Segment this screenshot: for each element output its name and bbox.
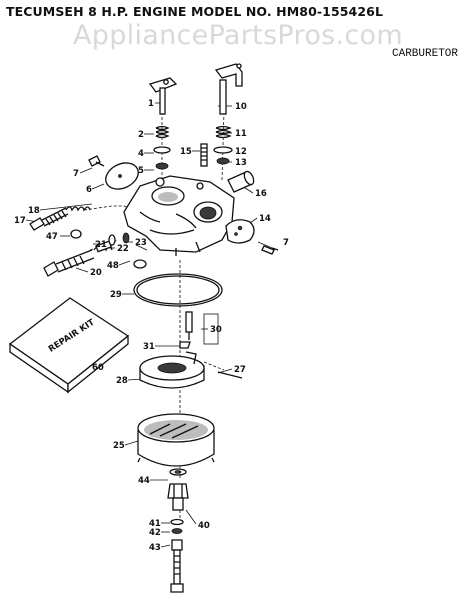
o-ring-47 [70, 229, 82, 239]
part-label-40: 40 [198, 521, 210, 531]
part-label-20: 20 [90, 268, 102, 278]
throttle-spring-stack [213, 125, 233, 165]
part-label-47: 47 [46, 232, 58, 242]
idle-speed-screw [200, 143, 208, 167]
part-label-7-lower: 7 [283, 238, 289, 248]
float [139, 351, 205, 389]
bowl-nut-washer [169, 468, 187, 476]
part-label-31: 31 [143, 342, 155, 352]
choke-plate [105, 162, 139, 190]
cover-screw [261, 245, 279, 255]
part-label-29: 29 [110, 290, 122, 300]
seat-48 [133, 259, 147, 269]
part-label-16: 16 [255, 189, 267, 199]
part-label-42: 42 [149, 528, 161, 538]
part-label-30: 30 [210, 325, 222, 335]
choke-shaft [148, 77, 178, 115]
part-label-21: 21 [95, 240, 107, 250]
part-label-60: 60 [92, 363, 104, 373]
part-label-25: 25 [113, 441, 125, 451]
part-label-23: 23 [135, 238, 147, 248]
mixture-spring [65, 206, 91, 212]
choke-screw [88, 155, 105, 167]
fuel-bowl [137, 413, 215, 467]
part-label-5: 5 [138, 166, 144, 176]
part-label-6: 6 [86, 185, 92, 195]
part-label-44: 44 [138, 476, 150, 486]
part-label-12: 12 [235, 147, 247, 157]
part-label-10: 10 [235, 102, 247, 112]
throttle-shaft [214, 63, 243, 115]
part-label-7-upper: 7 [73, 169, 79, 179]
part-label-4: 4 [138, 149, 144, 159]
part-label-43: 43 [149, 543, 161, 553]
bowl-nut [167, 483, 189, 511]
main-mixture-screw [43, 249, 95, 277]
part-label-22: 22 [117, 244, 129, 254]
repair-kit-box: REPAIR KIT [8, 297, 130, 394]
part-label-27: 27 [234, 365, 246, 375]
welch-cover [225, 219, 255, 244]
o-ring-23 [122, 232, 130, 244]
bowl-drain-screw [170, 539, 184, 593]
section-label: CARBURETOR [392, 48, 459, 60]
part-label-13: 13 [235, 158, 247, 168]
part-label-18: 18 [28, 206, 40, 216]
bowl-gasket [133, 273, 223, 307]
choke-spring-stack [153, 125, 171, 170]
watermark: AppliancePartsPros.com [73, 20, 403, 51]
part-label-28: 28 [116, 376, 128, 386]
part-label-15: 15 [180, 147, 192, 157]
washer-41 [170, 518, 184, 526]
part-label-1: 1 [148, 99, 154, 109]
part-label-41: 41 [149, 519, 161, 529]
inlet-needle [179, 311, 219, 349]
part-label-14: 14 [259, 214, 271, 224]
carburetor-body [123, 175, 235, 256]
part-label-48: 48 [107, 261, 119, 271]
idle-mixture-screw [29, 207, 69, 231]
float-hinge-pin [217, 371, 243, 379]
part-label-2: 2 [138, 130, 144, 140]
washer-42 [171, 528, 183, 534]
part-label-11: 11 [235, 129, 247, 139]
fuel-inlet-fitting [227, 170, 255, 193]
part-label-17: 17 [14, 216, 26, 226]
page-title: TECUMSEH 8 H.P. ENGINE MODEL NO. HM80-15… [6, 4, 384, 19]
part-labels: 1 2 4 5 6 7 7 10 11 12 13 14 15 16 17 18… [14, 99, 289, 553]
washer-22 [108, 234, 116, 246]
